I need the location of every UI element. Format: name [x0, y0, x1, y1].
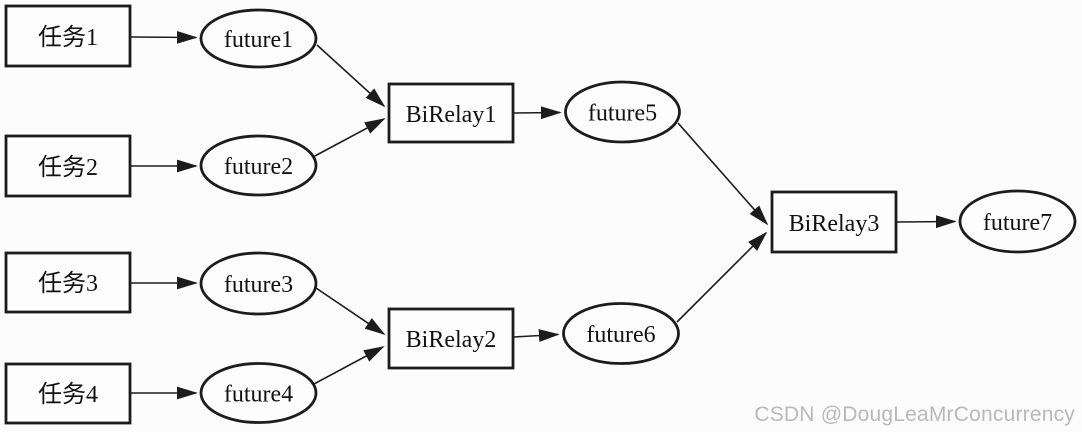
node-birelay3-label: BiRelay3 — [789, 211, 880, 237]
node-task2-label: 任务2 — [38, 154, 98, 181]
node-future1: future1 — [199, 8, 318, 69]
edge-future5-birelay3 — [677, 122, 769, 226]
node-birelay1-label: BiRelay1 — [406, 102, 497, 128]
node-birelay3: BiRelay3 — [770, 190, 898, 254]
node-task4-box — [4, 362, 132, 425]
node-future5-label: future5 — [588, 101, 657, 127]
node-birelay3-box — [770, 190, 898, 254]
node-future2-shape — [199, 134, 318, 197]
node-task3: 任务3 — [4, 251, 132, 314]
node-future3-shape — [199, 251, 318, 316]
node-birelay2: BiRelay2 — [387, 307, 515, 370]
edge-birelay1-future5 — [513, 106, 562, 120]
node-task1-label: 任务1 — [38, 24, 98, 51]
node-future4: future4 — [199, 362, 318, 424]
node-future3: future3 — [199, 251, 318, 316]
edge-future4-birelay2 — [313, 346, 385, 385]
node-future5-shape — [564, 80, 681, 144]
node-task3-box — [4, 251, 132, 314]
node-future4-label: future4 — [224, 382, 293, 408]
edge-future2-birelay1 — [312, 118, 386, 158]
node-future6-label: future6 — [586, 322, 655, 348]
node-future7: future7 — [958, 189, 1077, 254]
node-future1-shape — [199, 8, 318, 69]
edge-birelay3-future7 — [896, 215, 957, 229]
node-birelay1-box — [387, 82, 515, 144]
node-future6-shape — [562, 302, 680, 365]
edge-future1-birelay1 — [316, 44, 386, 108]
node-future2-label: future2 — [224, 154, 293, 180]
csdn-watermark: CSDN @DougLeaMrConcurrency — [754, 403, 1075, 426]
node-future2: future2 — [199, 134, 318, 197]
node-task2: 任务2 — [4, 134, 132, 198]
node-future6: future6 — [562, 302, 680, 365]
node-future4-shape — [199, 362, 318, 424]
node-task4: 任务4 — [4, 362, 132, 425]
edge-future6-birelay3 — [676, 231, 768, 323]
edge-task1-future1 — [130, 30, 198, 44]
node-future1-label: future1 — [224, 27, 293, 53]
node-task4-label: 任务4 — [38, 381, 98, 408]
edge-birelay2-future6 — [513, 329, 560, 342]
edge-future3-birelay2 — [315, 287, 386, 335]
node-future3-label: future3 — [224, 272, 293, 298]
node-task1: 任务1 — [4, 4, 132, 68]
node-future7-label: future7 — [983, 210, 1052, 236]
node-task2-box — [4, 134, 132, 198]
node-future7-shape — [958, 189, 1077, 254]
node-task3-label: 任务3 — [38, 270, 98, 297]
node-birelay2-label: BiRelay2 — [406, 327, 497, 353]
node-birelay1: BiRelay1 — [387, 82, 515, 144]
node-future5: future5 — [564, 80, 681, 144]
node-birelay2-box — [387, 307, 515, 370]
node-task1-box — [4, 4, 132, 68]
